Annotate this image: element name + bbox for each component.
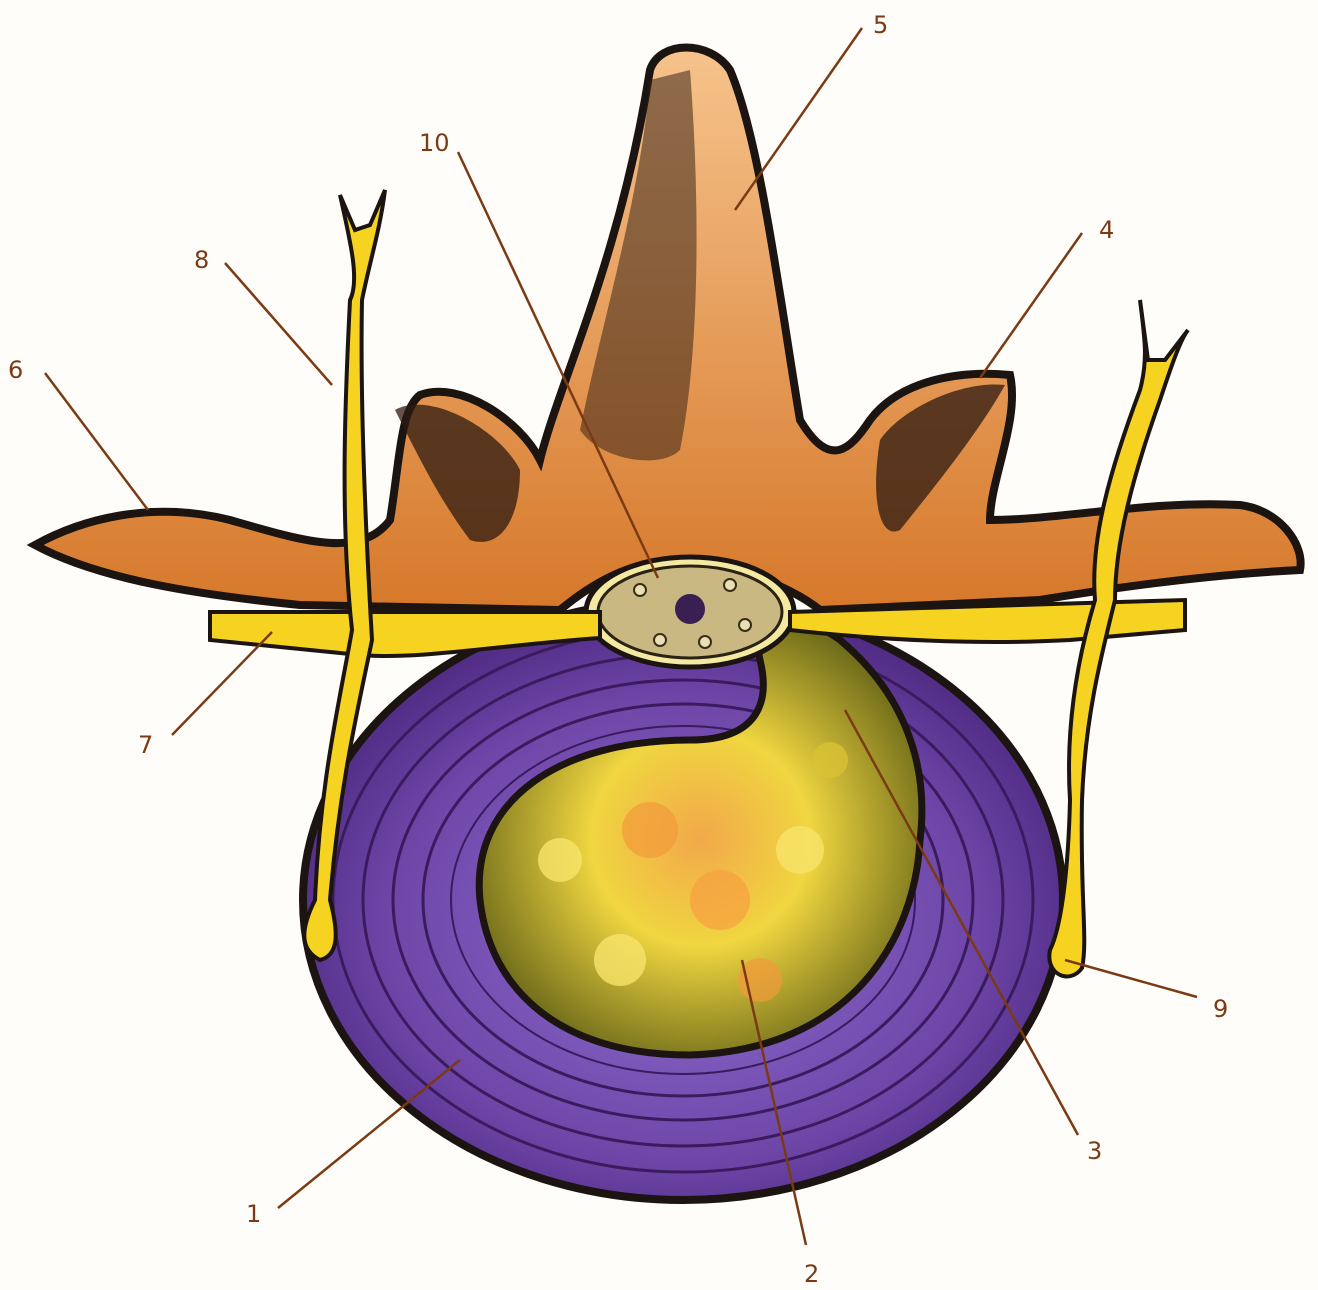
leader-6 xyxy=(45,373,148,510)
callout-7: 7 xyxy=(138,731,153,759)
leader-5 xyxy=(735,28,862,210)
callout-1: 1 xyxy=(246,1200,261,1228)
callout-10: 10 xyxy=(419,129,450,157)
callout-9: 9 xyxy=(1213,995,1228,1023)
spinal-canal xyxy=(586,557,794,667)
callout-8: 8 xyxy=(194,246,209,274)
leader-4 xyxy=(980,233,1082,378)
callout-4: 4 xyxy=(1099,216,1114,244)
callout-5: 5 xyxy=(873,11,888,39)
callout-6: 6 xyxy=(8,356,23,384)
leader-1 xyxy=(278,1060,460,1208)
leader-8 xyxy=(225,263,332,385)
callout-2: 2 xyxy=(804,1260,819,1288)
leader-9 xyxy=(1065,960,1197,997)
callout-3: 3 xyxy=(1087,1137,1102,1165)
leader-7 xyxy=(172,632,272,735)
